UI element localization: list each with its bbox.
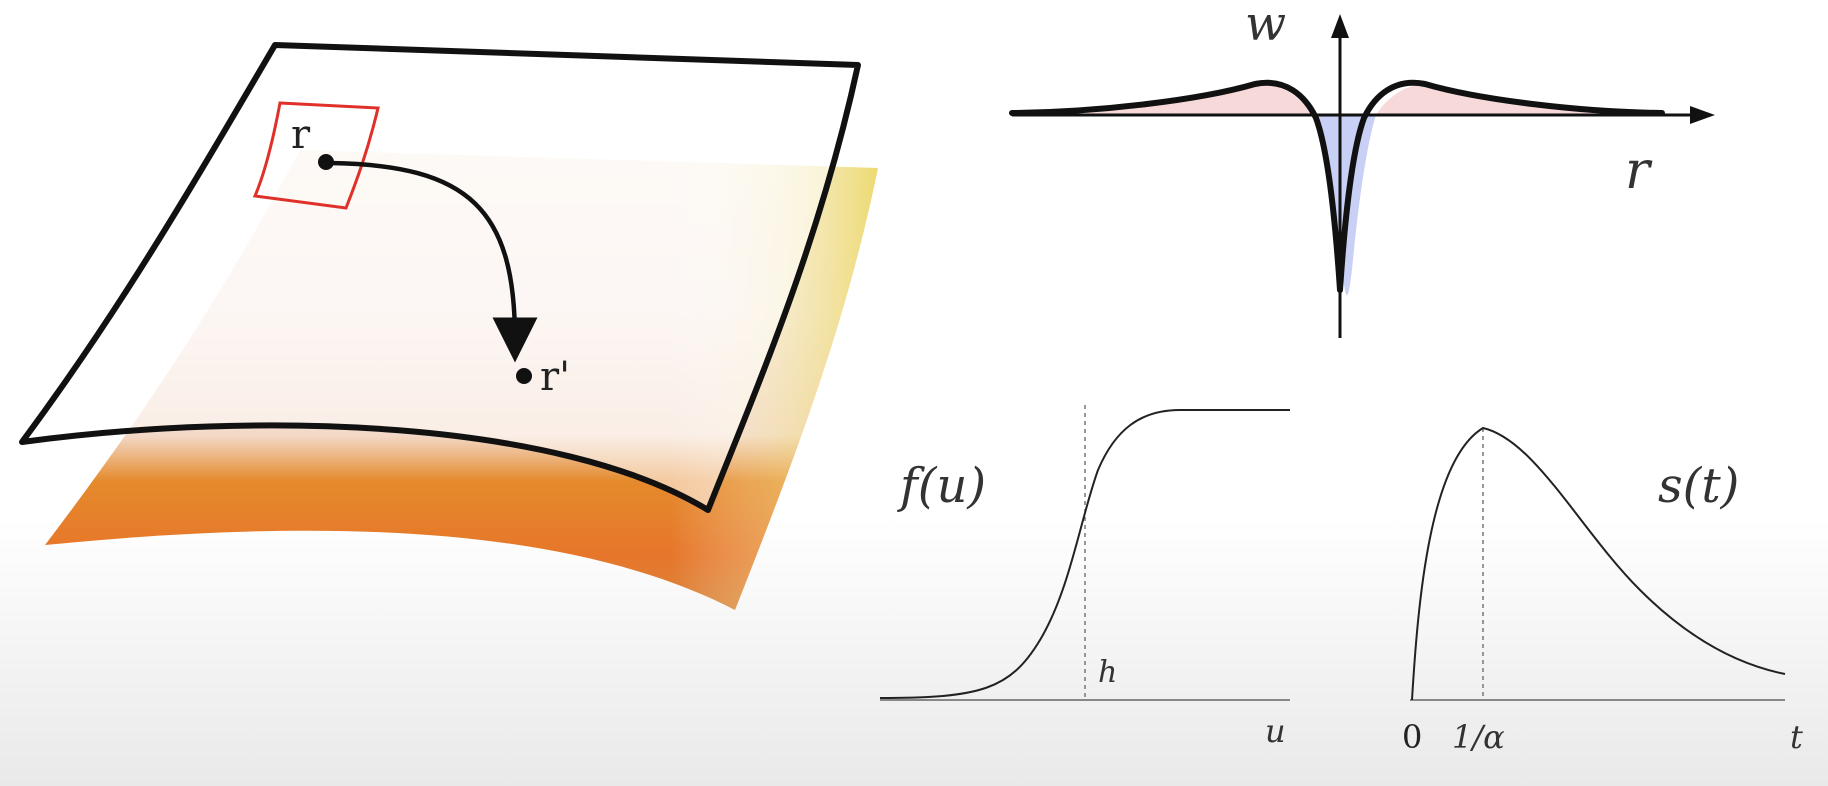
s-label: s(t) bbox=[1658, 458, 1739, 514]
receptive-patch bbox=[252, 101, 380, 210]
kernel-plot: w r bbox=[1009, 0, 1715, 338]
point-r-dot bbox=[318, 154, 334, 170]
f-plot: f(u) h u bbox=[879, 405, 1290, 750]
s-tick-peak: 1/α bbox=[1452, 718, 1505, 756]
f-sigmoid-curve bbox=[879, 409, 1290, 699]
f-threshold-label: h bbox=[1098, 655, 1117, 690]
kernel-y-arrowhead bbox=[1331, 14, 1349, 38]
f-x-label: u bbox=[1265, 712, 1286, 750]
kernel-curve bbox=[1009, 79, 1665, 293]
mapping-arrow bbox=[329, 160, 538, 363]
s-tick-zero: 0 bbox=[1402, 718, 1422, 756]
kernel-excitatory-fill bbox=[1012, 83, 1662, 115]
point-r-label: r bbox=[291, 112, 311, 158]
overlay-sheet bbox=[19, 42, 861, 513]
point-r-prime-dot bbox=[516, 368, 532, 384]
s-plot: s(t) 0 1/α t bbox=[1402, 426, 1803, 756]
point-r-prime-label: r' bbox=[540, 354, 570, 400]
kernel-x-arrowhead bbox=[1690, 106, 1715, 124]
s-alpha-curve bbox=[1411, 426, 1786, 701]
s-x-label: t bbox=[1790, 718, 1803, 756]
surface-diagram: r r' bbox=[19, 42, 878, 610]
kernel-x-label: r bbox=[1625, 141, 1653, 201]
kernel-y-label: w bbox=[1245, 0, 1286, 52]
f-label: f(u) bbox=[897, 458, 986, 514]
